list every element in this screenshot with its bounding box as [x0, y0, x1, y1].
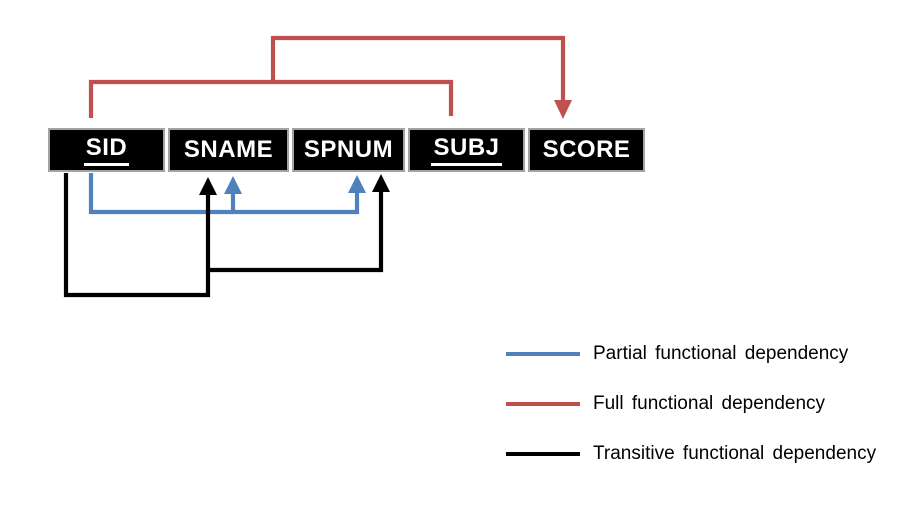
legend-label-full: Full functional dependency — [593, 393, 826, 414]
transitive-dependency-arrow — [63, 173, 390, 298]
column-subj: SUBJ — [408, 128, 525, 172]
full-dependency-arrow — [88, 35, 572, 119]
column-label-subj: SUBJ — [431, 134, 502, 166]
arrowhead-to-spnum-partial — [348, 175, 366, 193]
arrowhead-to-score — [554, 100, 572, 119]
transitive-line-swatch — [506, 452, 580, 456]
arrowhead-to-spnum-transitive — [372, 174, 390, 192]
column-label-sid: SID — [83, 134, 130, 166]
column-label-score: SCORE — [542, 136, 631, 163]
column-sname: SNAME — [168, 128, 289, 172]
column-sid: SID — [48, 128, 165, 172]
legend-label-partial: Partial functional dependency — [593, 343, 849, 364]
relation-table: SID SNAME SPNUM SUBJ SCORE — [48, 128, 645, 172]
partial-dependency-arrow — [88, 173, 366, 215]
legend-item-transitive: Transitive functional dependency — [506, 429, 876, 479]
legend: Partial functional dependency Full funct… — [506, 329, 876, 479]
arrowhead-to-sname-transitive — [199, 177, 217, 195]
legend-item-partial: Partial functional dependency — [506, 329, 876, 379]
legend-item-full: Full functional dependency — [506, 379, 876, 429]
column-score: SCORE — [528, 128, 645, 172]
column-label-sname: SNAME — [183, 136, 274, 163]
partial-line-swatch — [506, 352, 580, 356]
full-line-swatch — [506, 402, 580, 406]
arrowhead-to-sname-partial — [224, 176, 242, 194]
column-label-spnum: SPNUM — [303, 136, 394, 163]
column-spnum: SPNUM — [292, 128, 405, 172]
legend-label-transitive: Transitive functional dependency — [593, 443, 877, 464]
